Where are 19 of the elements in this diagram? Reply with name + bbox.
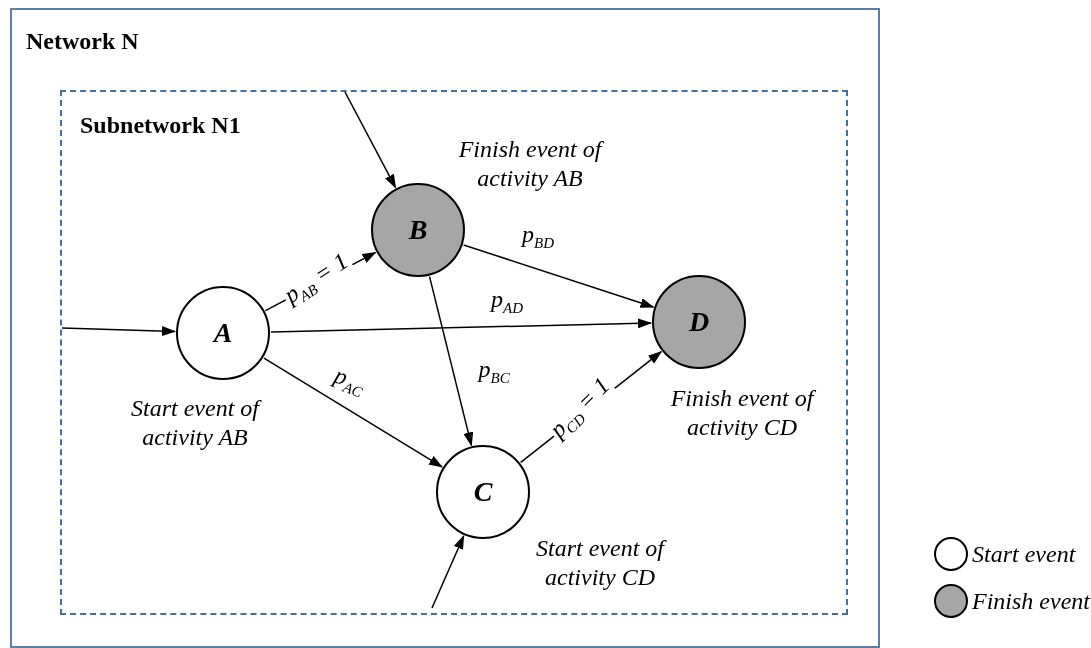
legend-label: Start event xyxy=(972,539,1076,569)
arrow xyxy=(428,275,474,447)
event-letter: B xyxy=(408,214,428,246)
subnetwork-title: Subnetwork N1 xyxy=(80,112,241,139)
event-caption: Start event of activity AB xyxy=(100,394,290,452)
arrow xyxy=(462,244,655,308)
legend-label: Finish event xyxy=(972,586,1090,616)
arrow xyxy=(431,535,465,609)
arrow xyxy=(263,357,443,468)
event-letter: D xyxy=(688,306,710,338)
network-title: Network N xyxy=(26,28,139,55)
event-caption: Finish event of activity AB xyxy=(457,135,605,193)
event-caption: Finish event of activity CD xyxy=(669,384,817,442)
event-caption: Start event of activity CD xyxy=(505,534,695,592)
arrow xyxy=(61,326,176,337)
arrow xyxy=(344,91,397,189)
event-letter: C xyxy=(473,476,493,508)
event-letter: A xyxy=(213,317,233,349)
arrow xyxy=(270,318,652,333)
